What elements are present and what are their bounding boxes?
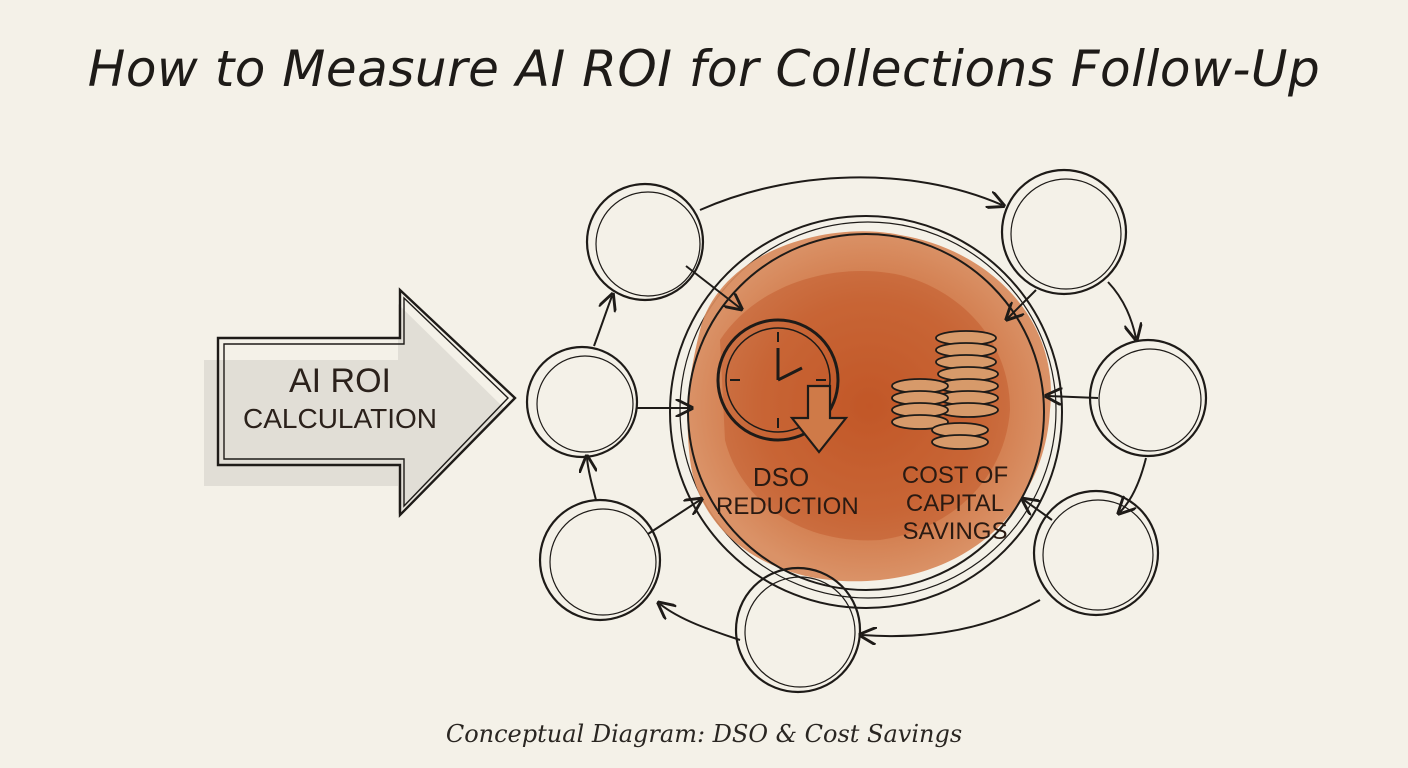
input-arrow-shape — [204, 287, 517, 518]
orbit-node-bottom — [734, 566, 862, 694]
orbit-node-top-left — [585, 182, 705, 302]
outer-ring — [669, 215, 1063, 609]
input-arrow-label: AI ROI CALCULATION — [225, 362, 455, 438]
orbit-node-top-right — [1000, 168, 1128, 296]
clock-with-down-arrow-icon — [716, 318, 849, 454]
cost-line2: CAPITAL — [905, 490, 1005, 517]
diagram-caption: Conceptual Diagram: DSO & Cost Savings — [445, 720, 963, 748]
cost-of-capital-label: COST OF CAPITAL SAVINGS — [880, 462, 1030, 546]
dso-line2: REDUCTION — [716, 493, 859, 520]
cost-line1: COST OF — [901, 462, 1009, 489]
dso-line1: DSO — [752, 462, 810, 492]
cost-line3: SAVINGS — [902, 518, 1008, 545]
orbit-node-right — [1088, 338, 1208, 458]
coin-stacks-icon — [891, 330, 999, 450]
page-title: How to Measure AI ROI for Collections Fo… — [87, 40, 1321, 98]
orbit-node-bottom-right — [1032, 489, 1160, 617]
orbit-node-left — [525, 345, 639, 459]
dso-reduction-label: DSO REDUCTION — [716, 462, 859, 522]
flow-arrows — [587, 176, 1147, 640]
input-arrow-line2: CALCULATION — [243, 403, 437, 434]
input-arrow-line1: AI ROI — [288, 362, 392, 400]
orbit-node-bottom-left — [538, 498, 662, 622]
